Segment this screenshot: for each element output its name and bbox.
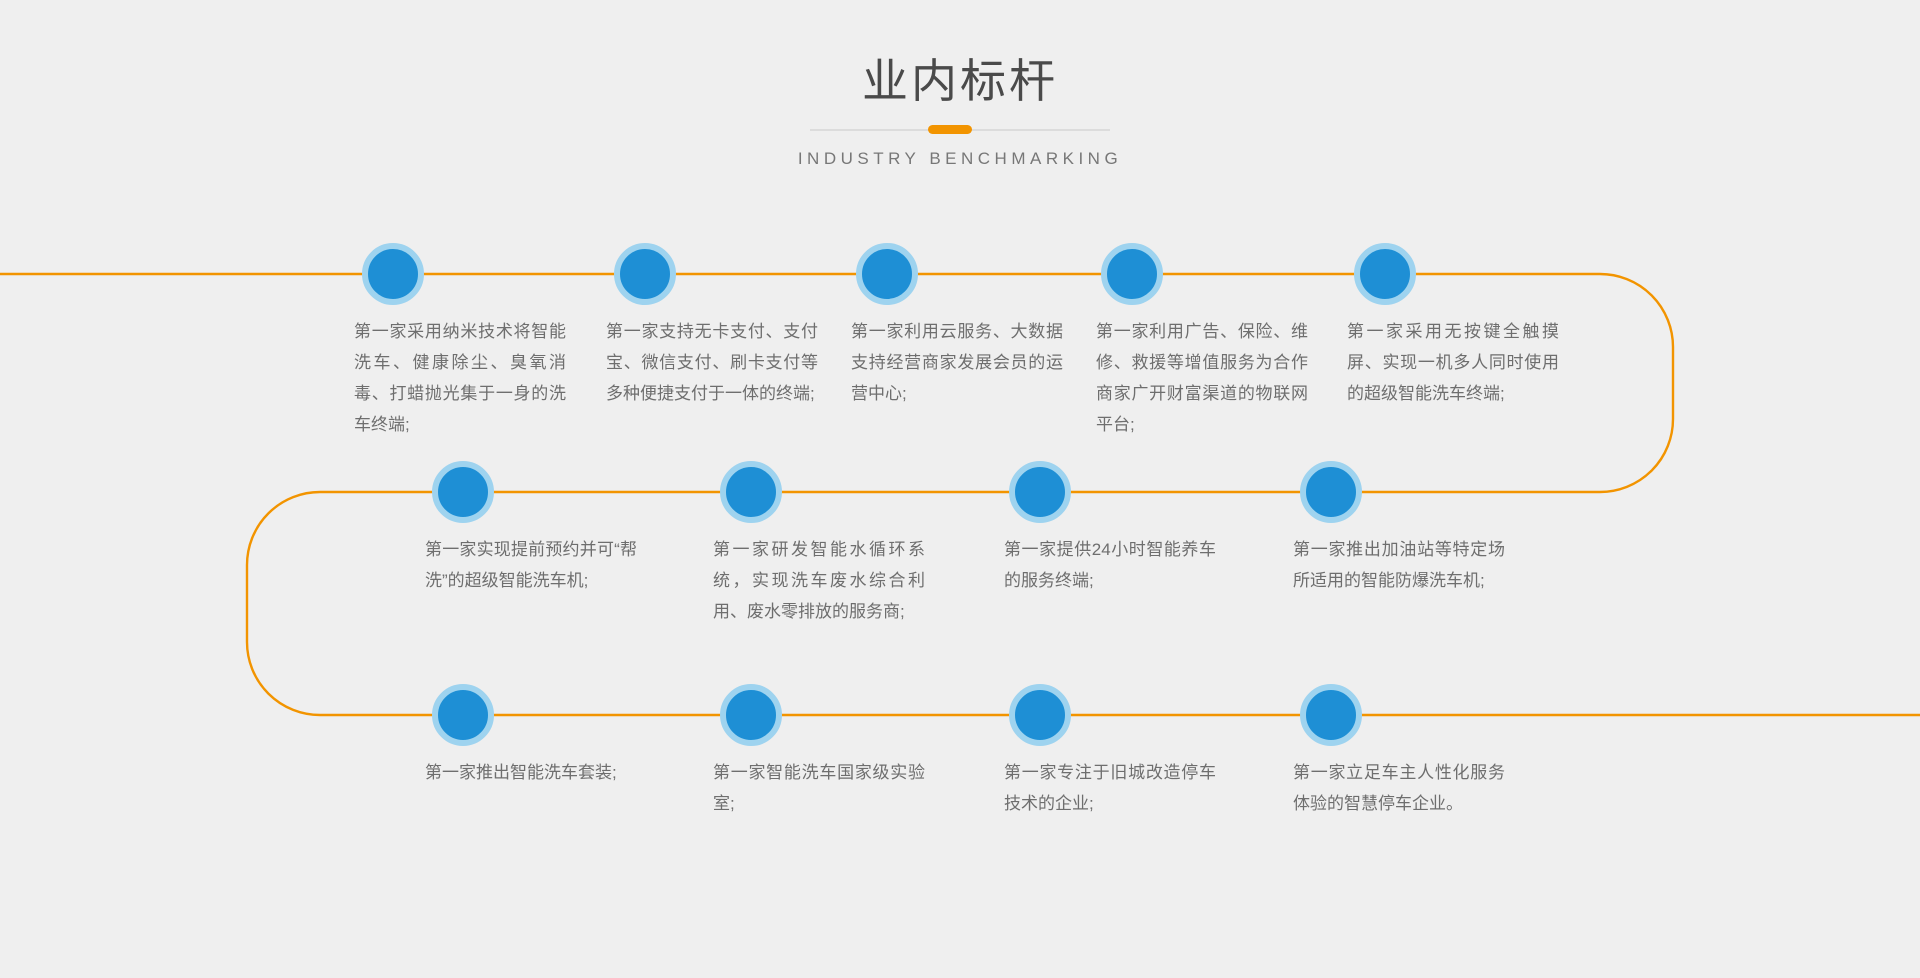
page-header: 业内标杆 INDUSTRY BENCHMARKING — [0, 0, 1920, 169]
timeline-item-label-5: 第一家采用无按键全触摸屏、实现一机多人同时使用的超级智能洗车终端; — [1347, 322, 1559, 403]
timeline-node-11[interactable] — [720, 684, 782, 746]
timeline-node-1[interactable] — [362, 243, 424, 305]
timeline-node-2[interactable] — [614, 243, 676, 305]
timeline-node-3[interactable] — [856, 243, 918, 305]
timeline-node-4[interactable] — [1101, 243, 1163, 305]
timeline-item-label-13: 第一家立足车主人性化服务体验的智慧停车企业。 — [1293, 763, 1505, 813]
title-divider — [810, 125, 1110, 135]
timeline-item-label-12: 第一家专注于旧城改造停车技术的企业; — [1004, 763, 1216, 813]
timeline-node-10[interactable] — [432, 684, 494, 746]
timeline-item-label-9: 第一家推出加油站等特定场所适用的智能防爆洗车机; — [1293, 540, 1505, 590]
timeline-node-6[interactable] — [432, 461, 494, 523]
timeline-node-8[interactable] — [1009, 461, 1071, 523]
timeline-item-label-10: 第一家推出智能洗车套装; — [425, 763, 617, 782]
timeline-item-label-1: 第一家采用纳米技术将智能洗车、健康除尘、臭氧消毒、打蜡抛光集于一身的洗车终端; — [354, 322, 566, 434]
timeline-node-7[interactable] — [720, 461, 782, 523]
timeline-item-label-2: 第一家支持无卡支付、支付宝、微信支付、刷卡支付等多种便捷支付于一体的终端; — [606, 322, 818, 403]
timeline-node-9[interactable] — [1300, 461, 1362, 523]
path-segment-row2-to-row3 — [245, 490, 1920, 717]
timeline-item-label-4: 第一家利用广告、保险、维修、救援等增值服务为合作商家广开财富渠道的物联网平台; — [1096, 322, 1308, 434]
page-subtitle: INDUSTRY BENCHMARKING — [797, 149, 1123, 169]
timeline-item-label-11: 第一家智能洗车国家级实验室; — [713, 763, 925, 813]
timeline-item-label-8: 第一家提供24小时智能养车的服务终端; — [1004, 540, 1216, 590]
timeline-item-label-7: 第一家研发智能水循环系统，实现洗车废水综合利用、废水零排放的服务商; — [713, 540, 925, 621]
timeline-node-13[interactable] — [1300, 684, 1362, 746]
timeline-node-12[interactable] — [1009, 684, 1071, 746]
divider-accent-pill — [928, 125, 972, 135]
timeline-item-label-6: 第一家实现提前预约并可“帮洗”的超级智能洗车机; — [425, 540, 637, 590]
page-title: 业内标杆 — [862, 55, 1058, 107]
timeline-item-label-3: 第一家利用云服务、大数据支持经营商家发展会员的运营中心; — [851, 322, 1063, 403]
timeline-node-5[interactable] — [1354, 243, 1416, 305]
